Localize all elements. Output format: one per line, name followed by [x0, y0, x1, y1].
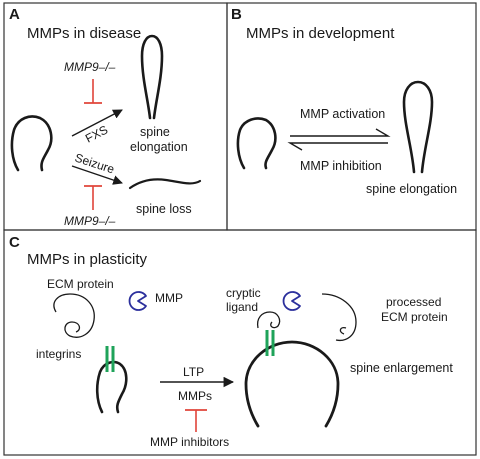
panel-a-title: MMPs in disease: [27, 25, 141, 42]
elongated-spine-a: [140, 34, 164, 120]
spine-shape-c-small: [95, 360, 128, 414]
panel-b-letter: B: [231, 6, 242, 23]
mmp9-label-top: MMP9–/–: [64, 60, 116, 74]
mmps-label: MMPs: [178, 389, 212, 403]
mmp-enzyme-icon-c: [282, 291, 301, 311]
mmp-inhibitors-label: MMP inhibitors: [150, 435, 229, 449]
cryptic-ligand-line2: ligand: [226, 300, 258, 314]
fxs-label: FXS: [83, 123, 110, 146]
mmp9-label-bottom: MMP9–/–: [64, 214, 116, 228]
panel-c-letter: C: [9, 234, 20, 251]
processed-ecm-line1: processed: [386, 295, 441, 309]
mmp-activation-label: MMP activation: [300, 107, 385, 121]
spine-enlargement-label: spine enlargement: [350, 361, 453, 375]
ecm-protein-label: ECM protein: [47, 277, 114, 291]
seizure-arrow: [71, 165, 123, 185]
ecm-protein-shape: [53, 293, 95, 338]
spine-shape-c-large: [244, 340, 340, 428]
mmp-inhibition-label: MMP inhibition: [300, 159, 382, 173]
panel-c-frame: [3, 229, 477, 456]
panel-c-title: MMPs in plasticity: [27, 251, 148, 268]
mmp-label: MMP: [155, 291, 183, 305]
spine-shape-a-left: [10, 115, 53, 172]
panel-a-letter: A: [9, 6, 20, 23]
processed-ecm-shape: [321, 293, 357, 342]
spine-elongation-a-line2: elongation: [130, 140, 188, 154]
cryptic-ligand-shape: [256, 311, 281, 329]
integrins-label: integrins: [36, 347, 81, 361]
spine-elongation-a-line1: spine: [140, 125, 170, 139]
seizure-label: Seizure: [73, 151, 116, 177]
mmp-enzyme-icon: [128, 291, 147, 311]
fxs-arrow: [71, 109, 123, 137]
elongated-spine-b: [402, 80, 434, 174]
equilibrium-forward: [290, 128, 391, 137]
panel-b-title: MMPs in development: [246, 25, 395, 42]
cryptic-ligand-line1: cryptic: [226, 286, 261, 300]
equilibrium-reverse: [287, 142, 388, 151]
spine-shape-b-left: [236, 117, 277, 170]
spine-elongation-b-label: spine elongation: [366, 182, 457, 196]
flat-spine-a: [128, 178, 202, 190]
processed-ecm-hook: [339, 326, 347, 335]
processed-ecm-line2: ECM protein: [381, 310, 448, 324]
ltp-label: LTP: [183, 365, 204, 379]
spine-loss-label: spine loss: [136, 202, 192, 216]
